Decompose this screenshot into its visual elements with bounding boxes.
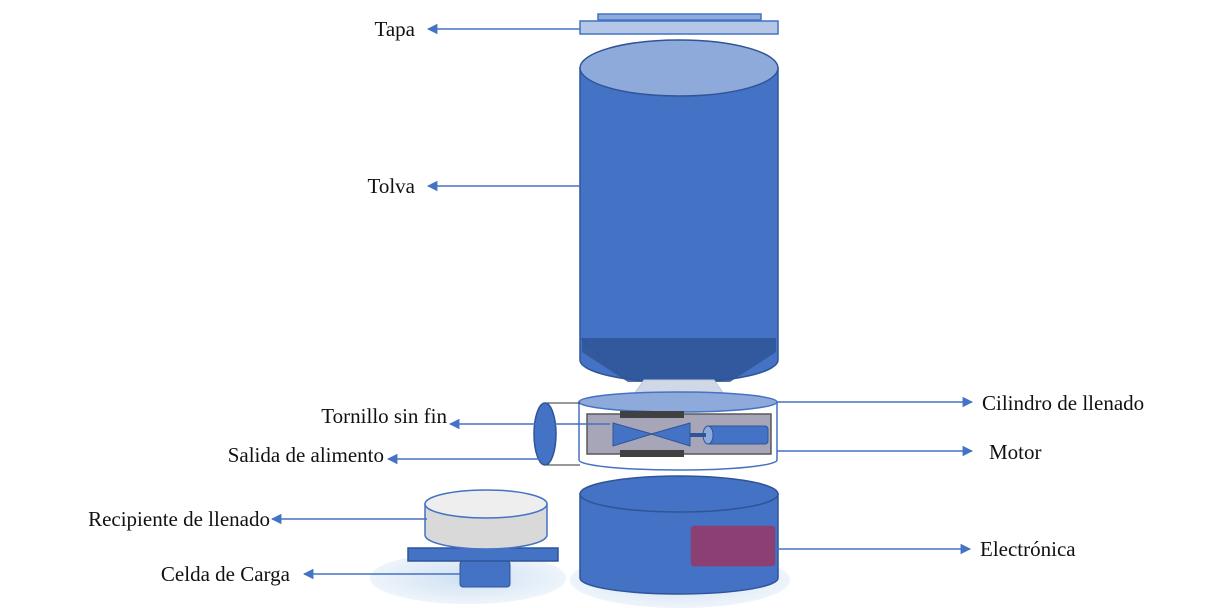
label-salida: Salida de alimento [228,443,384,467]
electronics-base [579,475,779,595]
label-celda: Celda de Carga [161,562,291,586]
label-recipiente: Recipiente de llenado [88,507,270,531]
lid [579,13,779,35]
label-cilindro: Cilindro de llenado [982,391,1144,415]
outlet-disc [533,402,580,466]
electronics-board [689,524,777,568]
auger-screw [612,422,691,447]
filling-container [424,489,548,550]
arrows [270,23,974,580]
label-tornillo: Tornillo sin fin [321,404,447,428]
motor-body [690,425,769,445]
label-motor: Motor [989,440,1042,464]
load-cell [407,547,559,588]
label-tapa: Tapa [374,17,415,41]
label-tolva: Tolva [367,174,415,198]
hopper [579,39,779,395]
label-electronica: Electrónica [980,537,1076,561]
